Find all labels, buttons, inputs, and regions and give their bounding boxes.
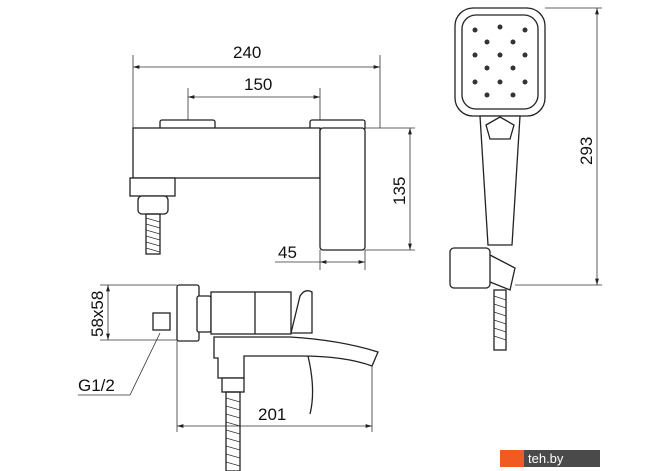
wall-plate	[176, 284, 200, 342]
dim-45: 45	[278, 243, 297, 262]
mixer-body	[132, 127, 321, 179]
thread-label: G1/2	[78, 376, 115, 395]
shower-handle	[479, 115, 521, 246]
dim-58x58: 58x58	[88, 291, 107, 337]
lever	[290, 290, 313, 334]
top-view	[129, 55, 415, 270]
mixer-body-side	[210, 291, 292, 335]
dim-201: 201	[258, 405, 286, 424]
spout	[213, 336, 379, 379]
dim-240: 240	[233, 43, 261, 62]
side-view	[78, 284, 379, 471]
dim-135: 135	[390, 177, 409, 205]
logo-text: teh.by	[524, 450, 600, 467]
shower-head	[454, 7, 546, 117]
thread-leader	[78, 332, 161, 396]
dim-150: 150	[244, 75, 272, 94]
site-logo: teh.by	[500, 450, 600, 467]
wall-bracket	[449, 247, 491, 289]
handle-block	[319, 127, 366, 251]
dim-293: 293	[577, 137, 596, 165]
logo-accent	[500, 450, 524, 467]
hand-shower-view	[449, 7, 602, 351]
